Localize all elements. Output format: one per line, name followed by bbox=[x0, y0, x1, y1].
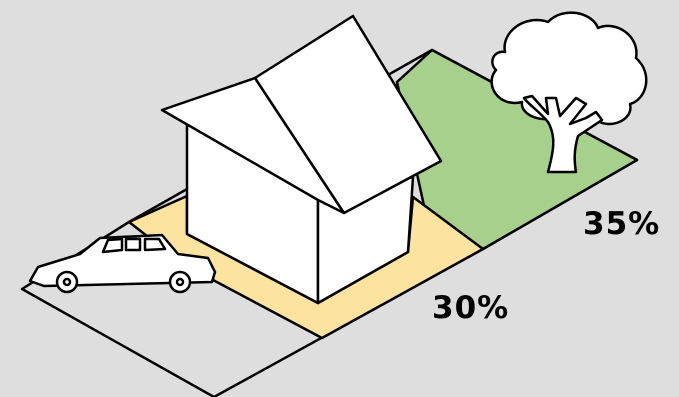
car-icon bbox=[28, 233, 217, 294]
tree-icon bbox=[490, 11, 648, 174]
yard-percent-label: 35% bbox=[583, 206, 660, 242]
house-icon bbox=[160, 14, 443, 305]
yard-region bbox=[395, 48, 639, 251]
driveway-percent-label: 30% bbox=[432, 290, 509, 326]
